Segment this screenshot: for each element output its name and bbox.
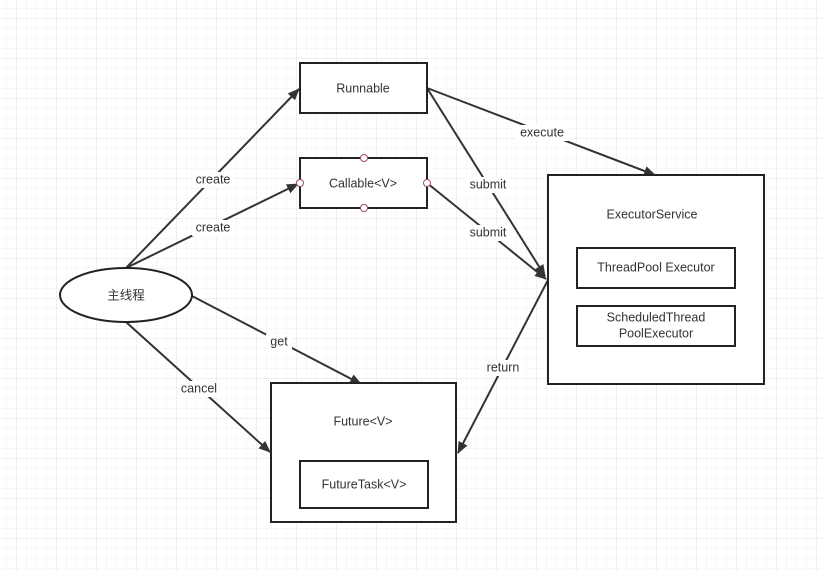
connection-point[interactable] [360, 204, 368, 212]
edge-get[interactable]: get [191, 295, 362, 385]
edge-label: create [196, 220, 231, 234]
edge-label: get [270, 334, 288, 348]
edge-cancel[interactable]: cancel [125, 321, 271, 453]
edge-execute[interactable]: execute [426, 87, 656, 176]
node-label-line1: ScheduledThread [607, 310, 706, 324]
node-threadpool-executor[interactable]: ThreadPool Executor [576, 247, 736, 289]
edge-label: return [487, 360, 520, 374]
node-label: 主线程 [107, 287, 145, 302]
edge-submit-runnable[interactable]: submit [426, 87, 546, 277]
edge-label: execute [520, 125, 564, 139]
node-label: ExecutorService [606, 207, 697, 221]
node-label: ThreadPool Executor [597, 260, 714, 274]
edge-submit-callable[interactable]: submit [426, 182, 547, 280]
edge-label: create [196, 172, 231, 186]
connection-point[interactable] [360, 154, 368, 162]
node-label-line2: PoolExecutor [619, 326, 693, 340]
node-main-thread[interactable]: 主线程 [59, 267, 193, 323]
edge-label: submit [470, 177, 507, 191]
node-label: Runnable [336, 81, 390, 95]
node-runnable[interactable]: Runnable [299, 62, 428, 114]
node-label: Future<V> [333, 414, 392, 428]
node-scheduled-threadpool-executor[interactable]: ScheduledThread PoolExecutor [576, 305, 736, 347]
connection-point[interactable] [296, 179, 304, 187]
edge-label: submit [470, 225, 507, 239]
node-callable[interactable]: Callable<V> [296, 154, 431, 212]
node-label: FutureTask<V> [322, 477, 407, 491]
connection-point[interactable] [423, 179, 431, 187]
edge-create-runnable[interactable]: create [125, 88, 300, 269]
node-future-task[interactable]: FutureTask<V> [299, 460, 429, 509]
edge-create-callable[interactable]: create [125, 183, 299, 269]
node-label: Callable<V> [329, 176, 397, 190]
edge-return[interactable]: return [457, 279, 549, 454]
edge-label: cancel [181, 381, 217, 395]
